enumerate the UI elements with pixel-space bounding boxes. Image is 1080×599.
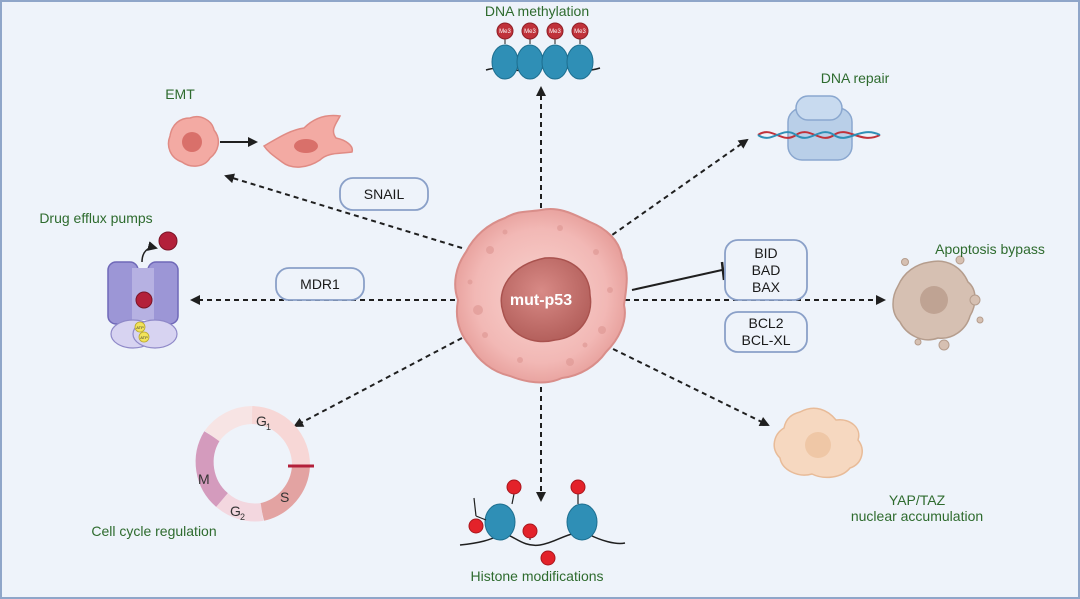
phase-g1: G xyxy=(256,413,267,429)
label-emt: EMT xyxy=(165,86,195,102)
arrow-to-yap-taz xyxy=(604,344,770,426)
inhibition-bar xyxy=(720,261,726,281)
label-drug-efflux: Drug efflux pumps xyxy=(39,210,152,226)
dna-repair-illustration xyxy=(757,95,881,161)
label-histone: Histone modifications xyxy=(470,568,603,584)
drug-efflux-pump-illustration: ATP ATP xyxy=(107,231,179,349)
arrow-to-dna-repair xyxy=(604,138,749,241)
pro-apoptotic-bid: BID xyxy=(754,245,777,261)
methyl-text: Me3 xyxy=(499,29,511,35)
label-apoptosis-bypass: Apoptosis bypass xyxy=(935,241,1045,257)
label-cell-cycle: Cell cycle regulation xyxy=(91,523,216,539)
methyl-mark xyxy=(571,22,589,40)
cell-texture xyxy=(467,225,613,366)
methyl-text: Me3 xyxy=(549,29,561,35)
phase-g2: G xyxy=(230,503,241,519)
methyl-mark xyxy=(546,22,564,40)
label-yap-taz-line1: YAP/TAZ xyxy=(889,492,946,508)
atp-text: ATP xyxy=(140,335,148,340)
anti-apoptotic-bcl2: BCL2 xyxy=(748,315,783,331)
cell-cycle-illustration: G 1 S G 2 M xyxy=(195,406,314,522)
phase-s: S xyxy=(280,489,289,505)
mdr1-label: MDR1 xyxy=(300,276,340,292)
emt-illustration xyxy=(167,114,354,168)
methyl-text: Me3 xyxy=(574,29,586,35)
apoptotic-cell-illustration xyxy=(892,255,984,351)
yap-taz-cell-illustration xyxy=(773,407,863,479)
methyl-text: Me3 xyxy=(524,29,536,35)
snail-label: SNAIL xyxy=(364,186,405,202)
atp-text: ATP xyxy=(136,325,144,330)
label-yap-taz-line2: nuclear accumulation xyxy=(851,508,983,524)
pro-apoptotic-bad: BAD xyxy=(752,262,781,278)
mdr1-box xyxy=(275,267,365,301)
label-dna-repair: DNA repair xyxy=(821,70,890,86)
pro-apoptotic-box xyxy=(724,239,808,301)
snail-box xyxy=(339,177,429,211)
tumor-nucleus xyxy=(500,257,592,343)
phase-m: M xyxy=(198,471,210,487)
pro-apoptotic-bax: BAX xyxy=(752,279,781,295)
dna-methylation-illustration: Me3 Me3 Me3 Me3 xyxy=(485,22,601,80)
phase-g2-sub: 2 xyxy=(240,512,245,522)
anti-apoptotic-bclxl: BCL-XL xyxy=(741,332,790,348)
center-label: mut-p53 xyxy=(510,292,572,309)
phase-g1-sub: 1 xyxy=(266,422,271,432)
label-dna-methylation: DNA methylation xyxy=(485,3,589,19)
histone-illustration xyxy=(459,479,626,566)
mut-p53-cell: mut-p53 xyxy=(454,208,628,384)
anti-apoptotic-box xyxy=(724,311,808,353)
arrow-to-cell-cycle xyxy=(293,337,463,427)
inhibition-line xyxy=(631,269,723,291)
methyl-mark xyxy=(496,22,514,40)
methyl-mark xyxy=(521,22,539,40)
